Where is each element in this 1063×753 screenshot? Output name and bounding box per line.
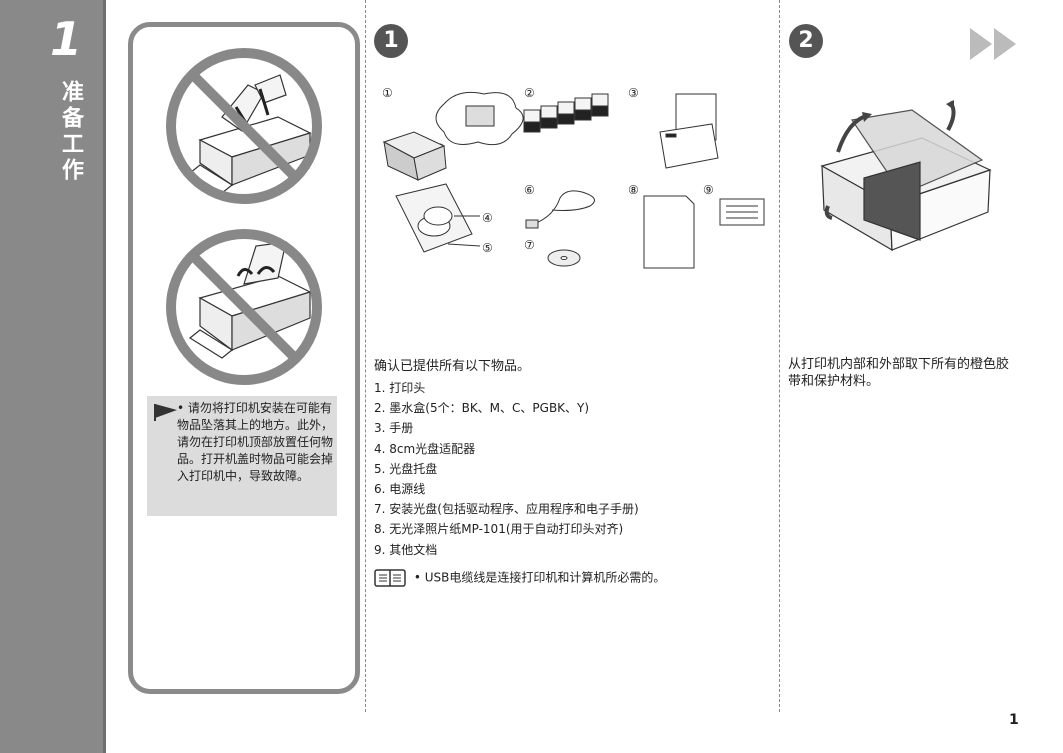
callout-2: ②	[524, 86, 535, 100]
package-contents-illustration	[382, 91, 765, 269]
list-item: 5. 光盘托盘	[374, 461, 438, 476]
page-number: 1	[1009, 712, 1019, 728]
callout-7: ⑦	[524, 238, 535, 252]
list-item: 8. 无光泽照片纸MP-101(用于自动打印头对齐)	[374, 522, 624, 537]
manual-book-icon	[374, 569, 406, 587]
caution-box: • 请勿将打印机安装在可能有物品坠落其上的地方。此外，请勿在打印机顶部放置任何物…	[147, 396, 337, 516]
callout-3: ③	[628, 86, 639, 100]
list-item: 6. 电源线	[374, 481, 426, 496]
caution-message: 请勿将打印机安装在可能有物品坠落其上的地方。此外，请勿在打印机顶部放置任何物品。…	[177, 401, 334, 483]
caution-text: • 请勿将打印机安装在可能有物品坠落其上的地方。此外，请勿在打印机顶部放置任何物…	[177, 400, 333, 485]
usb-note: • USB电缆线是连接打印机和计算机所必需的。	[374, 568, 665, 588]
no-objects-on-open-printer-illustration	[166, 229, 322, 385]
sidebar-edge	[103, 0, 106, 753]
list-item: 7. 安装光盘(包括驱动程序、应用程序和电子手册)	[374, 502, 639, 517]
caution-flag-icon	[154, 404, 177, 421]
note-text: USB电缆线是连接打印机和计算机所必需的。	[424, 570, 666, 585]
callout-4: ④	[482, 211, 493, 225]
continue-arrow-icon	[970, 28, 1016, 60]
step-2-badge: 2	[789, 24, 823, 58]
list-item: 1. 打印头	[374, 381, 426, 395]
chapter-sidebar: 1 准备工作	[0, 0, 106, 753]
remove-tape-illustration	[820, 100, 992, 252]
list-item: 4. 8cm光盘适配器	[374, 441, 476, 456]
chapter-number: 1	[50, 12, 83, 66]
step-2-text: 从打印机内部和外部取下所有的橙色胶带和保护材料。	[788, 357, 1010, 389]
callout-8: ⑧	[628, 183, 639, 197]
column-divider	[365, 0, 366, 712]
list-item: 9. 其他文档	[374, 542, 438, 557]
step-1-badge: 1	[374, 24, 408, 58]
callout-1: ①	[382, 86, 393, 100]
caution-bullet: •	[177, 401, 185, 415]
column-divider	[779, 0, 780, 712]
no-objects-on-printer-illustration	[166, 48, 322, 204]
step-1-intro: 确认已提供所有以下物品。	[374, 359, 531, 374]
list-item: 3. 手册	[374, 421, 414, 436]
callout-5: ⑤	[482, 241, 493, 255]
callout-6: ⑥	[524, 183, 535, 197]
callout-9: ⑨	[703, 183, 714, 197]
package-contents-list: 1. 打印头 2. 墨水盒(5个：BK、M、C、PGBK、Y) 3. 手册 4.…	[374, 378, 639, 560]
list-item: 2. 墨水盒(5个：BK、M、C、PGBK、Y)	[374, 401, 590, 416]
chapter-title: 准备工作	[58, 80, 83, 184]
note-bullet: •	[413, 570, 421, 585]
